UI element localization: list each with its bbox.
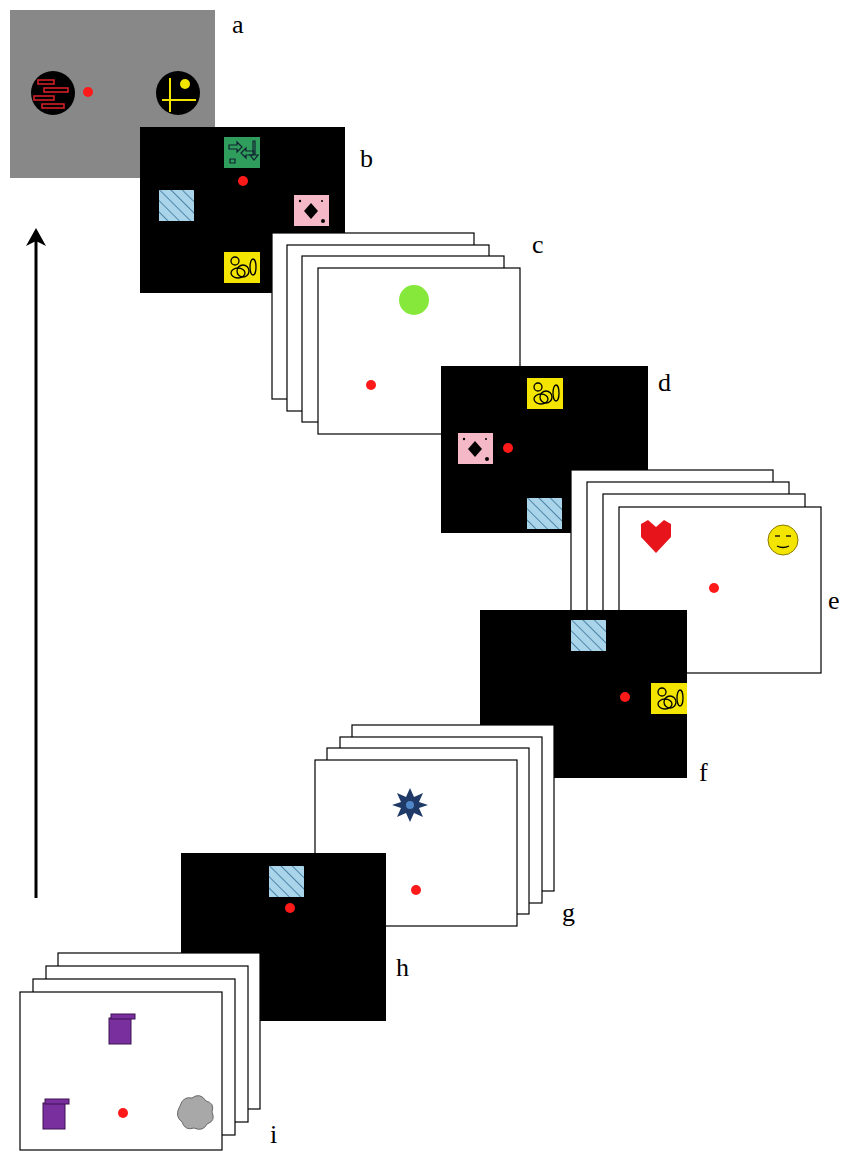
panel-letter: h — [396, 955, 409, 981]
screen-stack-i — [20, 953, 260, 1150]
panel-letter: d — [658, 370, 671, 396]
panel-letter: a — [232, 12, 244, 38]
time-arrow — [26, 228, 46, 898]
panel-letter: g — [562, 900, 575, 926]
panel-letter: c — [532, 232, 544, 258]
panel-letter: b — [360, 146, 373, 172]
panel-letter: i — [270, 1122, 277, 1148]
panel-letter: f — [699, 760, 708, 786]
panel-letter: e — [828, 588, 840, 614]
